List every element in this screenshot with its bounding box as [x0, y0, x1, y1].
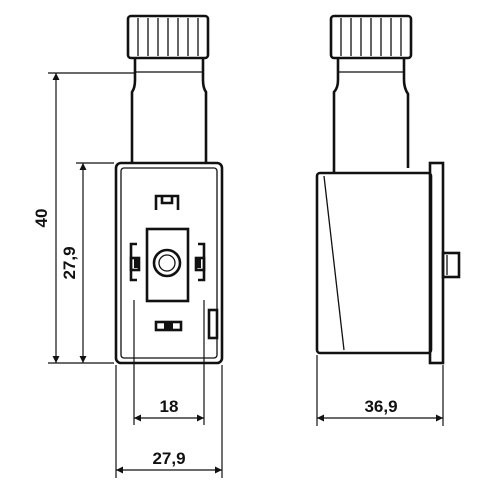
- side-slot: [207, 308, 219, 340]
- earth-contact-symbol: [154, 194, 180, 210]
- dim-height-total: 40: [32, 209, 51, 228]
- right-pin: [194, 242, 206, 282]
- side-view: [315, 14, 461, 365]
- front-cap: [126, 14, 210, 60]
- side-housing: [315, 171, 433, 355]
- bottom-marker: [154, 320, 183, 332]
- front-view: [114, 14, 224, 365]
- center-screw: [145, 227, 190, 303]
- dim-width-outer: 27,9: [152, 449, 185, 468]
- left-pin: [129, 242, 141, 282]
- front-housing: [114, 161, 224, 365]
- front-neck: [130, 58, 208, 163]
- side-screw-pin: [441, 251, 461, 279]
- side-cap: [329, 14, 413, 60]
- dim-depth: 36,9: [364, 397, 397, 416]
- dim-width-inner: 18: [160, 397, 179, 416]
- side-neck: [332, 58, 410, 173]
- side-dimensions: 36,9: [316, 355, 444, 426]
- front-dimensions: 40 27,9 18 27,9: [32, 72, 223, 478]
- dim-height-body: 27,9: [60, 246, 79, 279]
